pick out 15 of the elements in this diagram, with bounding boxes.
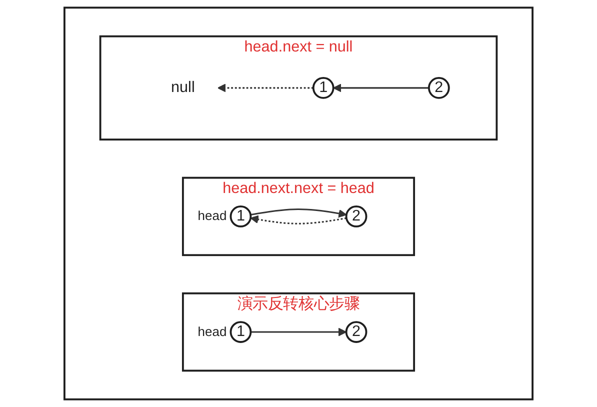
node-circle: 2 [345,206,368,228]
node-circle: 1 [312,77,334,99]
node-caption: head [198,209,227,222]
arrow [332,84,429,92]
node-caption: head [198,325,227,338]
arrow [250,208,347,218]
arrow [250,215,347,224]
node-circle: 1 [230,321,252,343]
arrow [250,328,347,336]
node-text: null [171,79,195,96]
node-circle: 2 [428,77,450,99]
arrow [217,84,314,92]
cluster [64,6,534,400]
node-circle: 1 [230,206,252,228]
node-circle: 2 [345,321,368,343]
